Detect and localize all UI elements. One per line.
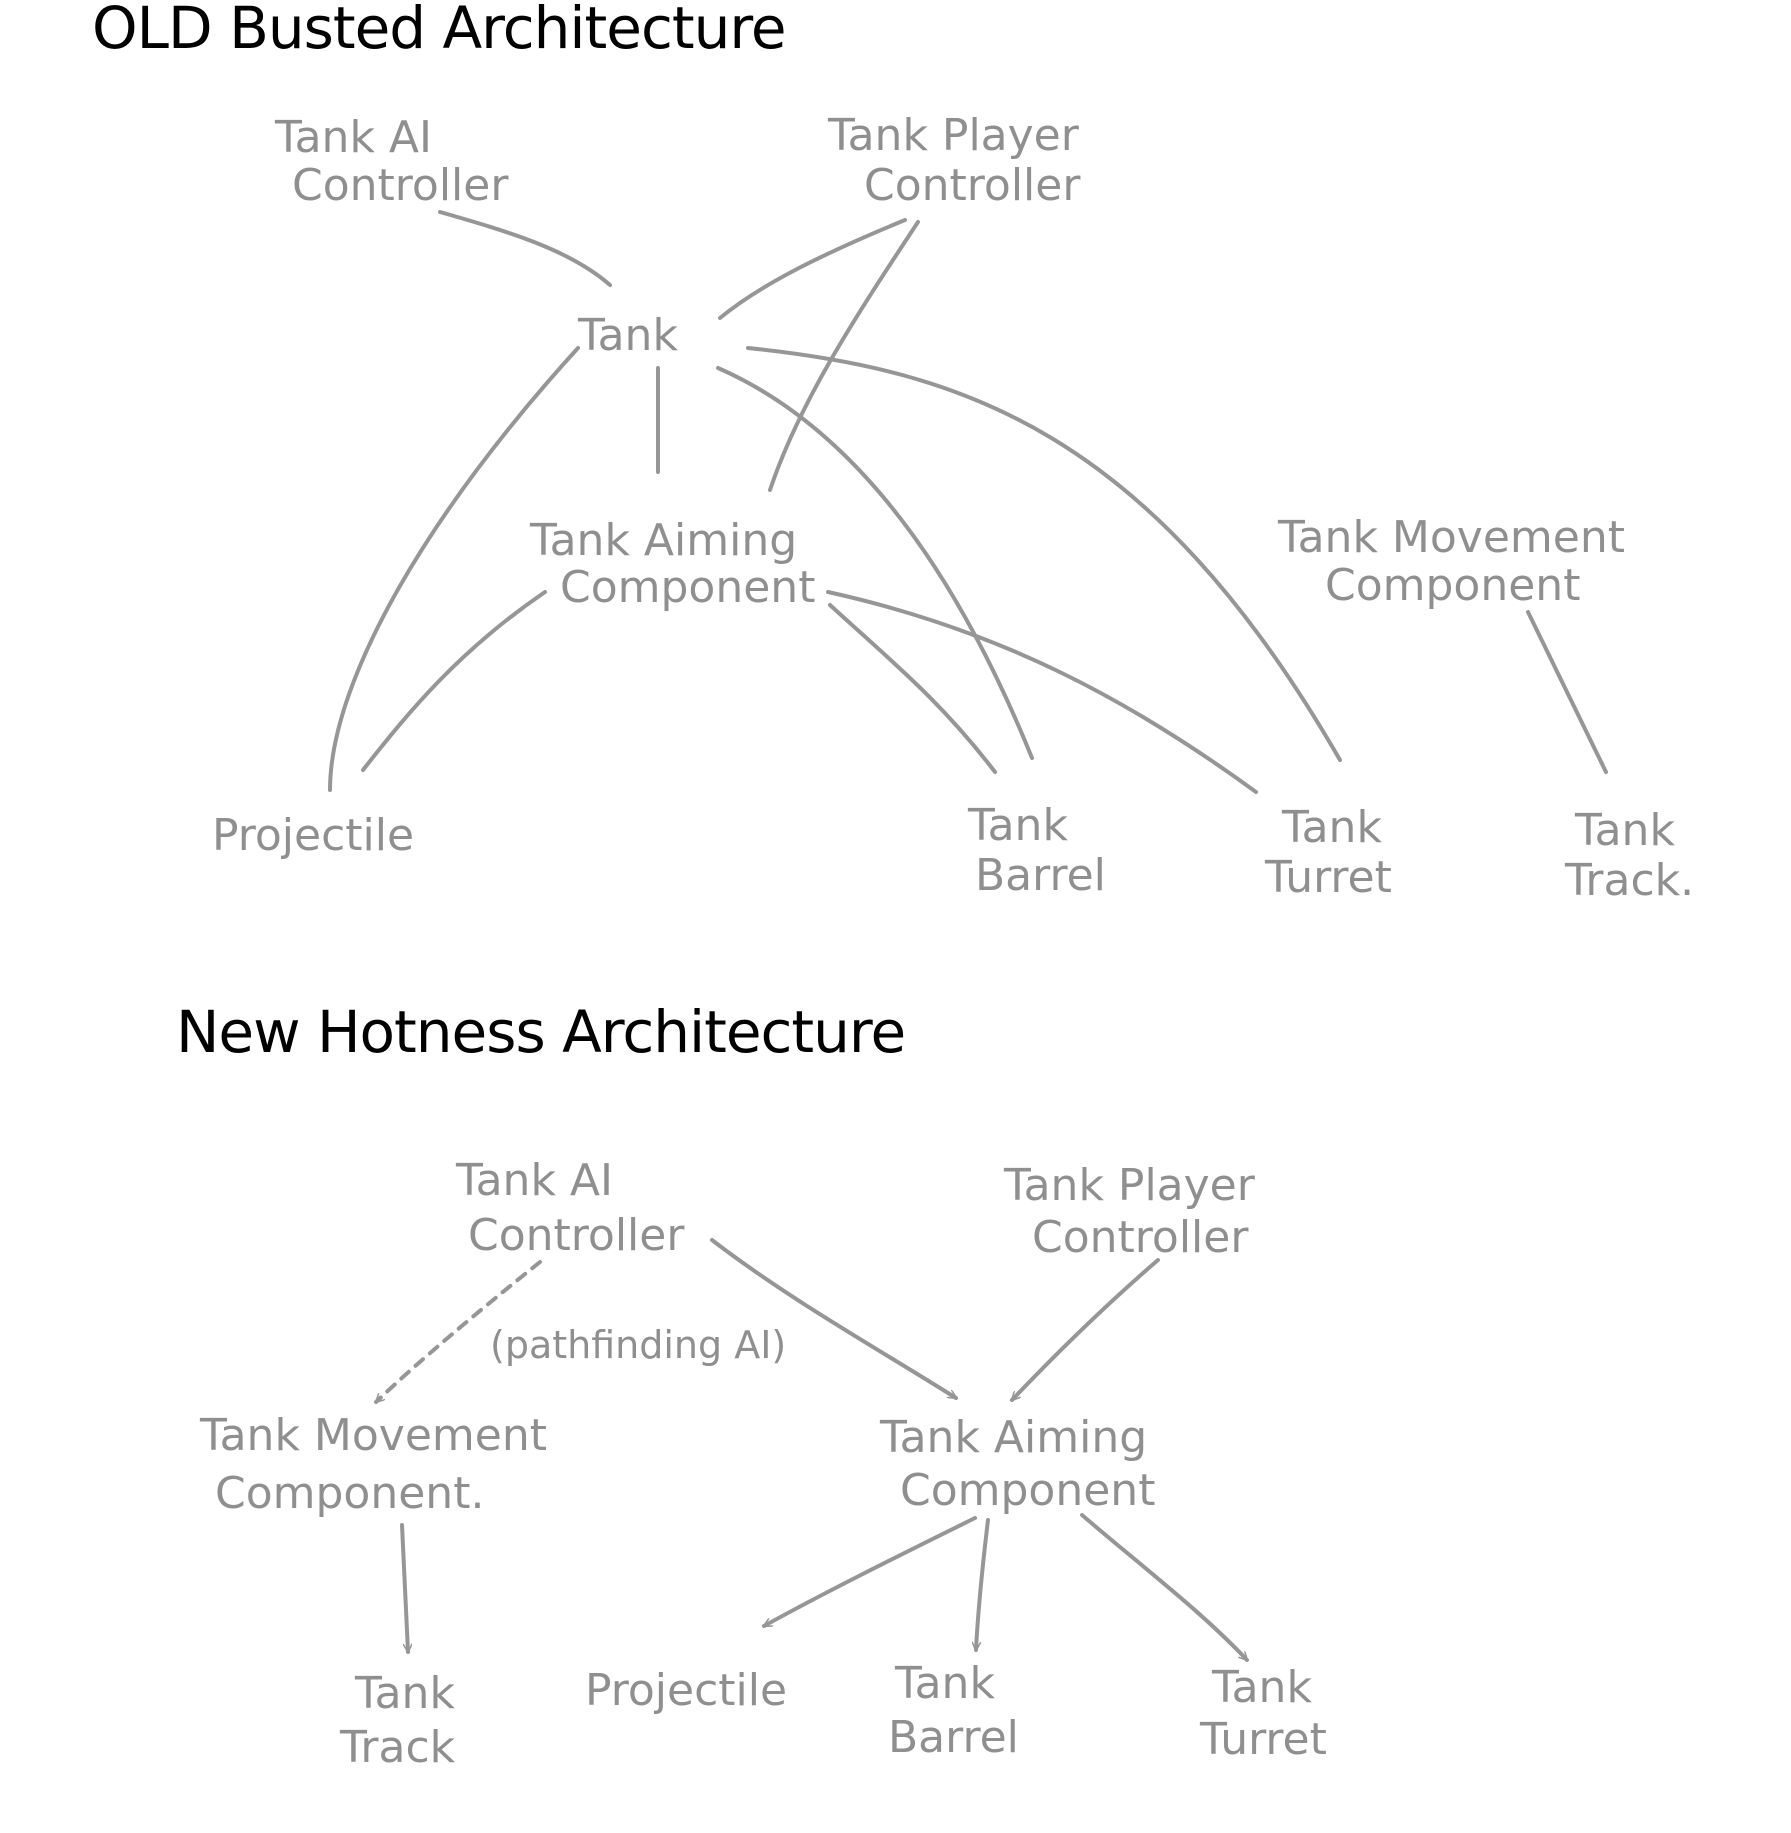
- svg-text:Controller: Controller: [292, 160, 509, 211]
- old-node-turret: Tank Turret: [1264, 802, 1392, 903]
- old-link-aiming-barrel: [828, 603, 997, 774]
- old-node-aiming-component: Tank Aiming Component: [529, 515, 815, 613]
- svg-text:Tank Movement: Tank Movement: [199, 1410, 547, 1461]
- svg-text:Tank Aiming: Tank Aiming: [529, 515, 797, 566]
- new-node-projectile: Projectile: [585, 1665, 787, 1716]
- svg-text:Tank Movement: Tank Movement: [1277, 512, 1625, 563]
- svg-text:Track.: Track.: [1564, 855, 1694, 906]
- new-arrow-player-controller-aiming: [1010, 1258, 1160, 1402]
- svg-text:Tank: Tank: [1281, 802, 1382, 853]
- old-link-player-controller-tank: [718, 218, 907, 320]
- svg-text:Barrel: Barrel: [975, 850, 1106, 901]
- new-node-movement-component: Tank Movement Component.: [199, 1410, 547, 1519]
- svg-text:Component: Component: [1325, 560, 1580, 611]
- svg-text:Projectile: Projectile: [212, 810, 414, 861]
- old-architecture-title: OLD Busted Architecture: [92, 0, 786, 62]
- svg-text:Controller: Controller: [468, 1210, 685, 1261]
- old-node-track: Tank Track.: [1564, 805, 1694, 906]
- new-node-barrel: Tank Barrel: [888, 1658, 1019, 1763]
- old-link-ai-controller-tank: [438, 210, 612, 287]
- svg-text:Controller: Controller: [864, 160, 1081, 211]
- svg-text:Tank: Tank: [967, 800, 1068, 851]
- svg-text:Tank Player: Tank Player: [1003, 1160, 1256, 1211]
- old-link-tank-projectile: [328, 346, 580, 792]
- svg-text:Component.: Component.: [215, 1468, 484, 1519]
- old-link-aiming-projectile: [361, 590, 547, 772]
- svg-text:Tank Aiming: Tank Aiming: [879, 1412, 1147, 1463]
- svg-text:Tank AI: Tank AI: [274, 112, 432, 163]
- old-link-aiming-turret: [826, 590, 1258, 794]
- svg-text:Tank Player: Tank Player: [827, 110, 1080, 161]
- old-architecture-section: OLD Busted Architecture Tank AI Controll…: [92, 0, 1694, 906]
- svg-text:Controller: Controller: [1032, 1212, 1249, 1263]
- new-arrow-aiming-barrel: [976, 1518, 990, 1652]
- old-node-barrel: Tank Barrel: [967, 800, 1106, 901]
- svg-text:Projectile: Projectile: [585, 1665, 787, 1716]
- old-link-tank-barrel: [716, 366, 1034, 760]
- new-architecture-title: New Hotness Architecture: [176, 998, 905, 1066]
- old-link-player-controller-aiming: [768, 220, 920, 492]
- old-node-ai-controller: Tank AI Controller: [274, 112, 509, 211]
- svg-text:Barrel: Barrel: [888, 1712, 1019, 1763]
- old-node-player-controller: Tank Player Controller: [827, 110, 1081, 211]
- svg-text:Tank: Tank: [1211, 1662, 1312, 1713]
- svg-text:Turret: Turret: [1264, 852, 1392, 903]
- new-arrow-ai-controller-aiming: [710, 1238, 958, 1400]
- old-node-movement-component: Tank Movement Component: [1277, 512, 1625, 611]
- old-node-tank: Tank: [577, 310, 678, 361]
- svg-text:Track: Track: [339, 1722, 456, 1773]
- new-arrow-movement-track: [400, 1523, 408, 1654]
- svg-text:Tank: Tank: [354, 1668, 455, 1719]
- old-link-movement-track: [1526, 610, 1608, 774]
- svg-text:Tank: Tank: [1574, 805, 1675, 856]
- svg-text:Component: Component: [560, 562, 815, 613]
- old-link-tank-turret: [746, 346, 1342, 762]
- svg-text:Tank: Tank: [577, 310, 678, 361]
- new-arrow-ai-controller-movement: [374, 1260, 542, 1404]
- new-node-player-controller: Tank Player Controller: [1003, 1160, 1256, 1263]
- pathfinding-annotation: (pathfinding AI): [490, 1323, 786, 1367]
- new-node-aiming-component: Tank Aiming Component: [879, 1412, 1155, 1516]
- svg-text:Turret: Turret: [1199, 1714, 1327, 1765]
- svg-text:Tank: Tank: [894, 1658, 995, 1709]
- new-arrow-aiming-turret: [1080, 1513, 1249, 1662]
- svg-text:Component: Component: [900, 1465, 1155, 1516]
- new-node-ai-controller: Tank AI Controller: [455, 1155, 685, 1261]
- new-node-track: Tank Track: [339, 1668, 456, 1773]
- svg-text:Tank AI: Tank AI: [455, 1155, 613, 1206]
- new-arrow-aiming-projectile: [762, 1516, 977, 1628]
- new-node-turret: Tank Turret: [1199, 1662, 1327, 1765]
- new-architecture-section: New Hotness Architecture Tank AI Control…: [176, 998, 1327, 1773]
- old-node-projectile: Projectile: [212, 810, 414, 861]
